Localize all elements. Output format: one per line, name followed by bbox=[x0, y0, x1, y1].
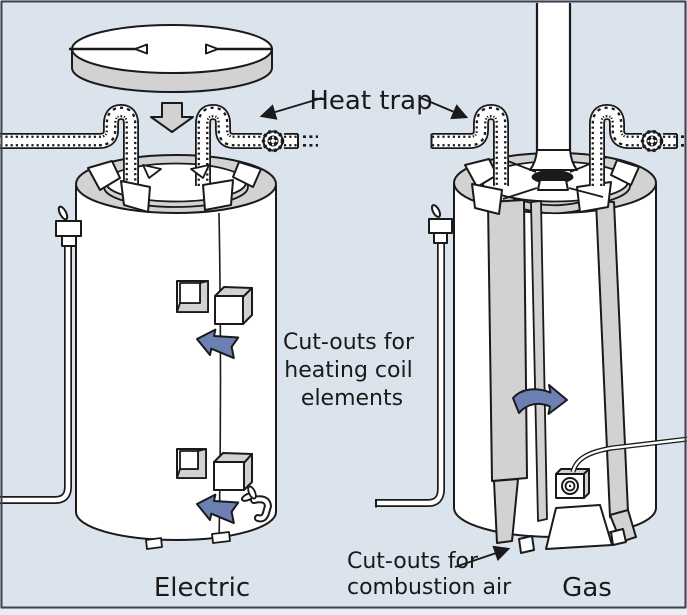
cutouts-combustion-label: Cut-outs for combustion air bbox=[347, 549, 512, 600]
blanket-flap bbox=[87, 160, 121, 191]
cutouts-heating-label: Cut-outs for heating coil elements bbox=[283, 330, 421, 411]
valve-lever bbox=[430, 204, 442, 218]
gas-control-valve bbox=[555, 468, 590, 499]
tp-relief-valve bbox=[0, 205, 82, 500]
lid-slit-end bbox=[205, 43, 219, 55]
heat-trap-pipe-right bbox=[597, 112, 687, 186]
lid-slit-end bbox=[134, 43, 148, 55]
flue-pipe bbox=[535, 3, 572, 150]
cutout-flap-upper bbox=[214, 286, 253, 325]
shutoff-valve-wheel bbox=[261, 129, 285, 153]
blanket-flap bbox=[120, 180, 151, 213]
blue-curved-arrow bbox=[512, 384, 568, 415]
below-border-strip bbox=[0, 609, 687, 615]
blanket-strip-left-lower bbox=[493, 478, 519, 544]
valve-lever bbox=[57, 205, 69, 221]
insulation-jacket-lid bbox=[69, 24, 273, 93]
combustion-air-notch bbox=[518, 535, 535, 554]
cutout-hole-lower bbox=[176, 448, 207, 479]
blanket-flap bbox=[202, 179, 234, 211]
gas-heater bbox=[376, 3, 687, 554]
cutout-hole-upper bbox=[176, 280, 209, 313]
ring-notch bbox=[142, 164, 162, 179]
drain-valve bbox=[240, 485, 272, 523]
blanket-flap bbox=[471, 183, 503, 215]
combustion-air-notch bbox=[610, 528, 627, 546]
heat-trap-pipe-right bbox=[203, 112, 318, 186]
tank-foot bbox=[145, 537, 163, 550]
burner-access-door bbox=[545, 504, 613, 550]
tank-foot bbox=[211, 531, 231, 544]
annotations: Heat trap Cut-outs for heating coil elem… bbox=[154, 86, 612, 603]
ring-notch bbox=[190, 164, 210, 179]
electric-tank-body bbox=[75, 185, 277, 541]
blanket-strip-left bbox=[487, 199, 528, 482]
heat-trap-label: Heat trap bbox=[309, 86, 432, 116]
heat-trap-pipe-left bbox=[432, 112, 502, 186]
cutout-flap-lower bbox=[213, 452, 253, 491]
gas-caption: Gas bbox=[562, 573, 612, 603]
tp-relief-valve bbox=[376, 204, 453, 508]
down-arrow bbox=[150, 102, 194, 133]
blanket-strip-thin bbox=[530, 200, 548, 522]
shutoff-valve-wheel bbox=[640, 129, 664, 153]
blanket-flap bbox=[576, 181, 612, 213]
combustion-air-leader bbox=[454, 545, 511, 568]
heat-trap-leader-left bbox=[259, 97, 323, 120]
electric-caption: Electric bbox=[154, 573, 250, 603]
blanket-seam bbox=[218, 212, 222, 544]
electric-heater bbox=[0, 24, 318, 550]
draft-hood bbox=[529, 149, 578, 191]
heat-trap-leader-right bbox=[420, 97, 469, 120]
blanket-flap bbox=[610, 159, 640, 186]
blanket-flap bbox=[232, 161, 262, 188]
